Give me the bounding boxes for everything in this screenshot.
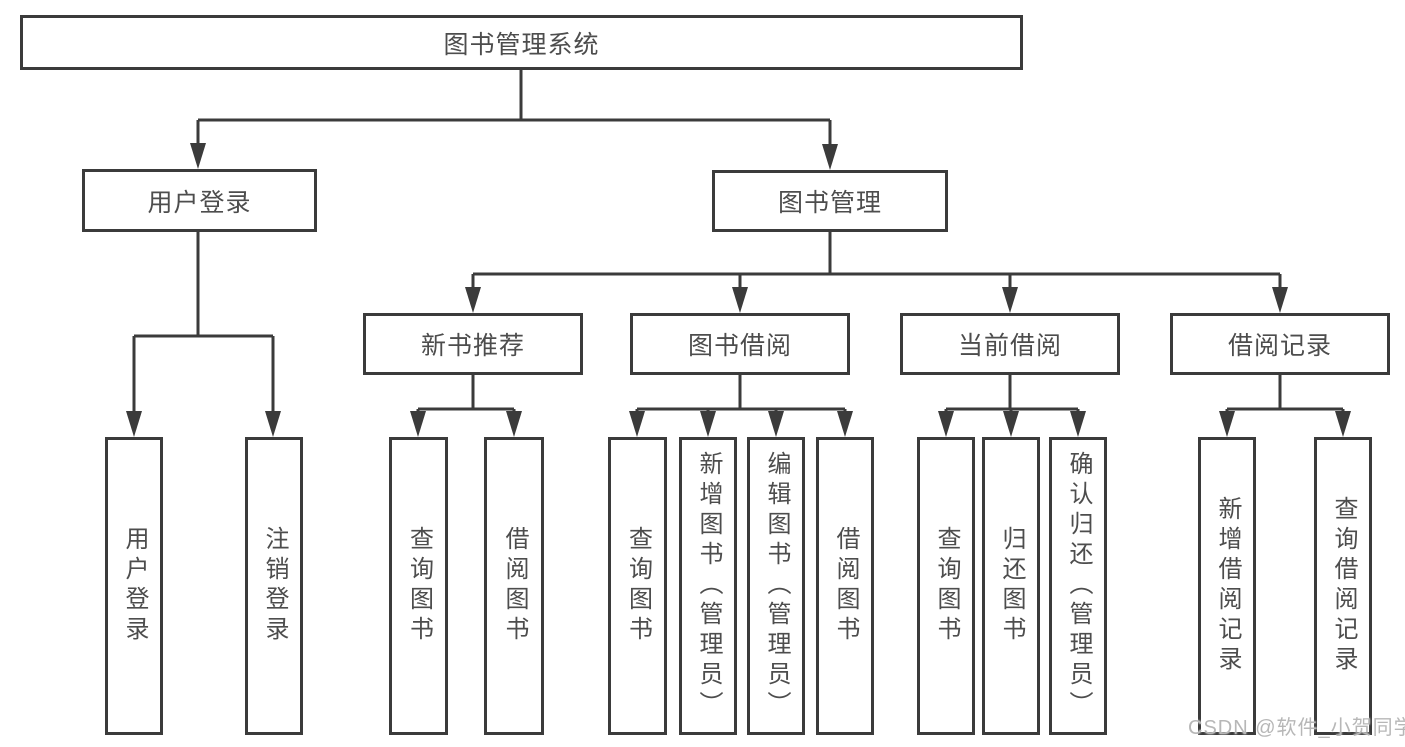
leaf-confirm-return-admin: 确认归还（管理员） [1049,437,1107,735]
leaf-add-book-admin: 新增图书（管理员） [679,437,737,735]
tree-edges [132,70,1345,415]
node-borrow-records: 借阅记录 [1170,313,1390,375]
arrow-icon [190,143,206,169]
leaf-borrow-books-1: 借阅图书 [484,437,544,735]
arrow-icon [732,287,748,313]
arrow-icon [126,411,142,437]
leaf-query-books-2: 查询图书 [608,437,667,735]
edge-current-children [944,375,1080,415]
arrow-icon [465,287,481,313]
arrow-icon [700,411,716,437]
node-book-borrow: 图书借阅 [630,313,850,375]
leaf-query-books-3: 查询图书 [917,437,975,735]
arrow-icon [629,411,645,437]
arrow-icon [822,144,838,170]
edge-records-children [1225,375,1345,415]
node-book-management: 图书管理 [712,170,948,232]
arrow-icon [837,411,853,437]
leaf-borrow-books-2: 借阅图书 [816,437,874,735]
arrow-icon [1002,287,1018,313]
edge-root-to-level1 [196,70,832,148]
arrow-icon [1335,411,1351,437]
edge-newbooks-children [416,375,516,415]
leaf-query-books-1: 查询图书 [389,437,448,735]
node-new-book-recommend: 新书推荐 [363,313,583,375]
node-current-borrow: 当前借阅 [900,313,1120,375]
arrow-icon [1272,287,1288,313]
leaf-user-login: 用户登录 [105,437,163,735]
watermark: CSDN @软件_小贺同学 [1188,717,1405,739]
edge-userlogin-children [132,232,275,415]
leaf-query-borrow-record: 查询借阅记录 [1314,437,1372,735]
arrow-icon [1219,411,1235,437]
arrowheads [126,143,1351,437]
edge-bookmgmt-to-level2 [471,232,1282,290]
leaf-add-borrow-record: 新增借阅记录 [1198,437,1256,735]
arrow-icon [938,411,954,437]
arrow-icon [768,411,784,437]
leaf-edit-book-admin: 编辑图书（管理员） [747,437,805,735]
arrow-icon [410,411,426,437]
leaf-logout: 注销登录 [245,437,303,735]
arrow-icon [265,411,281,437]
arrow-icon [1070,411,1086,437]
node-user-login: 用户登录 [82,169,317,232]
leaf-return-book: 归还图书 [982,437,1040,735]
node-library-system: 图书管理系统 [20,15,1023,70]
edge-borrow-children [635,375,847,415]
arrow-icon [1003,411,1019,437]
arrow-icon [506,411,522,437]
